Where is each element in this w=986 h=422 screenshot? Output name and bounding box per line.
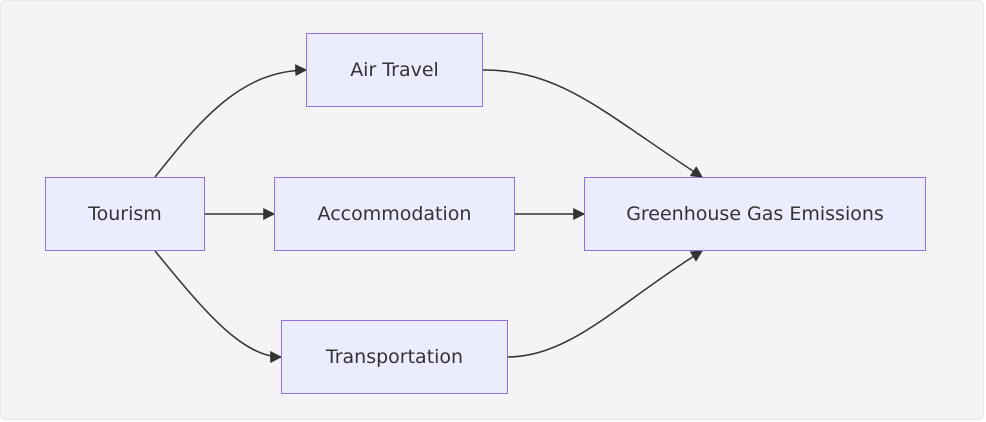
edge-tourism-to-transportation	[154, 250, 283, 363]
node-air-travel: Air Travel	[306, 33, 483, 107]
node-accommodation: Accommodation	[274, 177, 515, 251]
node-label-transportation: Transportation	[325, 346, 464, 368]
node-label-accommodation: Accommodation	[317, 203, 472, 225]
node-transportation: Transportation	[281, 320, 508, 394]
edge-transportation-to-ghg	[507, 250, 704, 358]
node-label-tourism: Tourism	[88, 203, 162, 225]
node-greenhouse-gas-emissions: Greenhouse Gas Emissions	[584, 177, 926, 251]
node-label-greenhouse-gas-emissions: Greenhouse Gas Emissions	[626, 203, 884, 225]
node-label-air-travel: Air Travel	[350, 59, 439, 81]
edge-air-travel-to-ghg	[482, 69, 704, 178]
edge-tourism-to-air-travel	[154, 64, 308, 178]
node-tourism: Tourism	[45, 177, 205, 251]
